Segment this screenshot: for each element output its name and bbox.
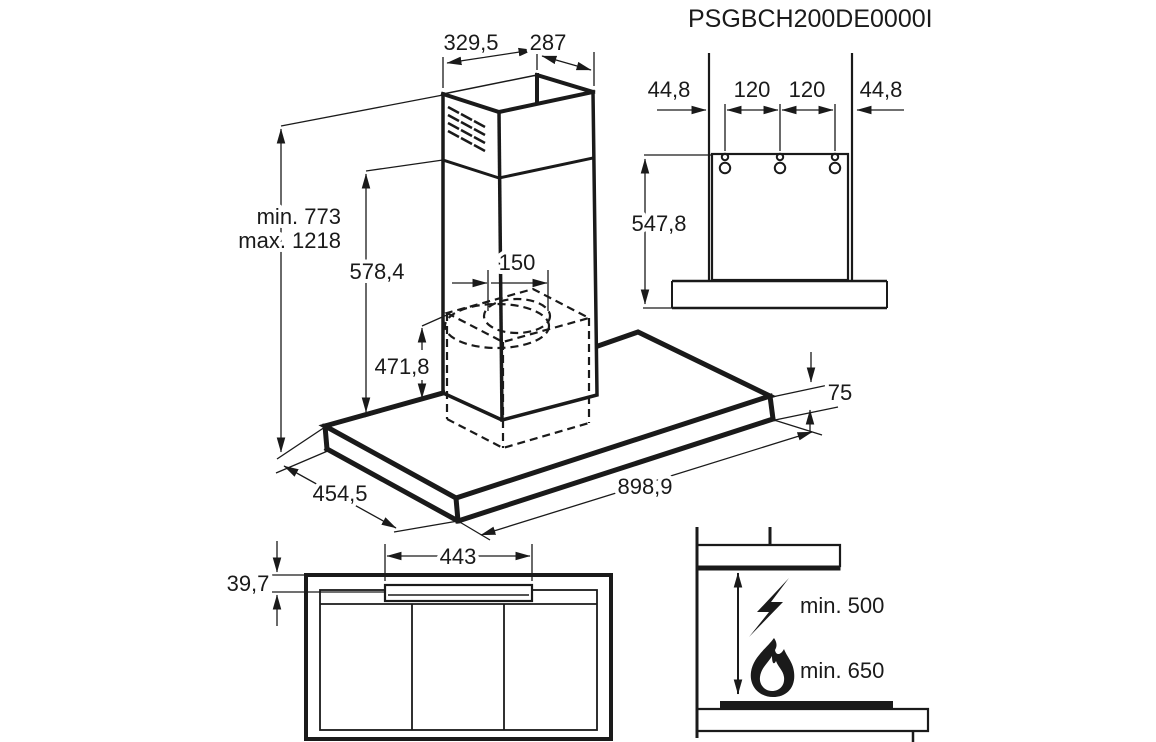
flame-icon (750, 638, 795, 697)
dim-edge-right: 44,8 (856, 73, 906, 115)
dim-canopy-width-label: 898,9 (617, 474, 672, 499)
control-panel-strip (383, 583, 534, 603)
counter-outline (695, 707, 930, 733)
duct-collar (443, 297, 552, 350)
dim-hole-spacing: 120 120 (726, 73, 834, 115)
dim-chimney-height: 578,4 (345, 159, 444, 418)
hood-profile (695, 543, 842, 568)
dim-canopy-depth: 454,5 (275, 449, 459, 533)
blower-box (444, 287, 592, 450)
canopy-underside-outline (304, 573, 613, 741)
clearance-side-view: min. 500 min. 650 (695, 527, 930, 742)
dim-inner-section-label: 471,8 (374, 354, 429, 379)
dim-top-depth-label: 287 (530, 30, 567, 55)
lightning-icon (749, 578, 789, 637)
dim-edge-right-label: 44,8 (860, 77, 903, 102)
dim-duct-diameter-label: 150 (499, 250, 536, 275)
dim-duct-diameter: 150 (452, 246, 549, 311)
dim-canopy-width: 898,9 (457, 419, 823, 541)
main-isometric-view: 329,5 287 min. 773 max. 1218 578,4 (234, 26, 856, 541)
gas-clearance-label: min. 650 (800, 658, 884, 683)
dim-mounting-height: 547,8 (627, 154, 712, 309)
dim-mounting-height-label: 547,8 (631, 211, 686, 236)
bottom-panel-view: 443 39,7 (223, 540, 613, 741)
dim-height-max-label: max. 1218 (238, 228, 341, 253)
dim-canopy-thickness-label: 75 (828, 380, 852, 405)
rear-mounting-view: 44,8 120 120 44,8 547,8 (627, 53, 906, 310)
keyhole-icon (718, 152, 732, 175)
dim-top-width: 329,5 (439, 26, 538, 88)
dim-edge-left-label: 44,8 (648, 77, 691, 102)
keyhole-icon (773, 152, 787, 175)
telescopic-sleeve-seam (441, 156, 595, 180)
dim-top-depth: 287 (526, 26, 595, 86)
dim-total-height: min. 773 max. 1218 (234, 94, 444, 460)
dim-inner-section: 471,8 (370, 313, 450, 399)
dim-hole-spacing-right-label: 120 (789, 77, 826, 102)
vent-grille-icon (447, 105, 486, 153)
dim-control-width: 443 (384, 540, 533, 581)
product-code: PSGBCH200DE0000I (688, 5, 933, 33)
dim-edge-left: 44,8 (644, 73, 707, 115)
dim-canopy-thickness: 75 (771, 352, 856, 433)
dim-hole-spacing-left-label: 120 (734, 77, 771, 102)
keyhole-icon (828, 152, 842, 175)
dim-control-offset: 39,7 (223, 541, 386, 626)
electric-clearance-label: min. 500 (800, 593, 884, 618)
dim-control-width-label: 443 (440, 544, 477, 569)
dim-canopy-depth-label: 454,5 (312, 481, 367, 506)
dim-top-width-label: 329,5 (443, 30, 498, 55)
dim-chimney-height-label: 578,4 (349, 259, 404, 284)
hob-surface (720, 701, 893, 709)
dim-control-offset-label: 39,7 (227, 571, 270, 596)
dim-height-min-label: min. 773 (257, 204, 341, 229)
